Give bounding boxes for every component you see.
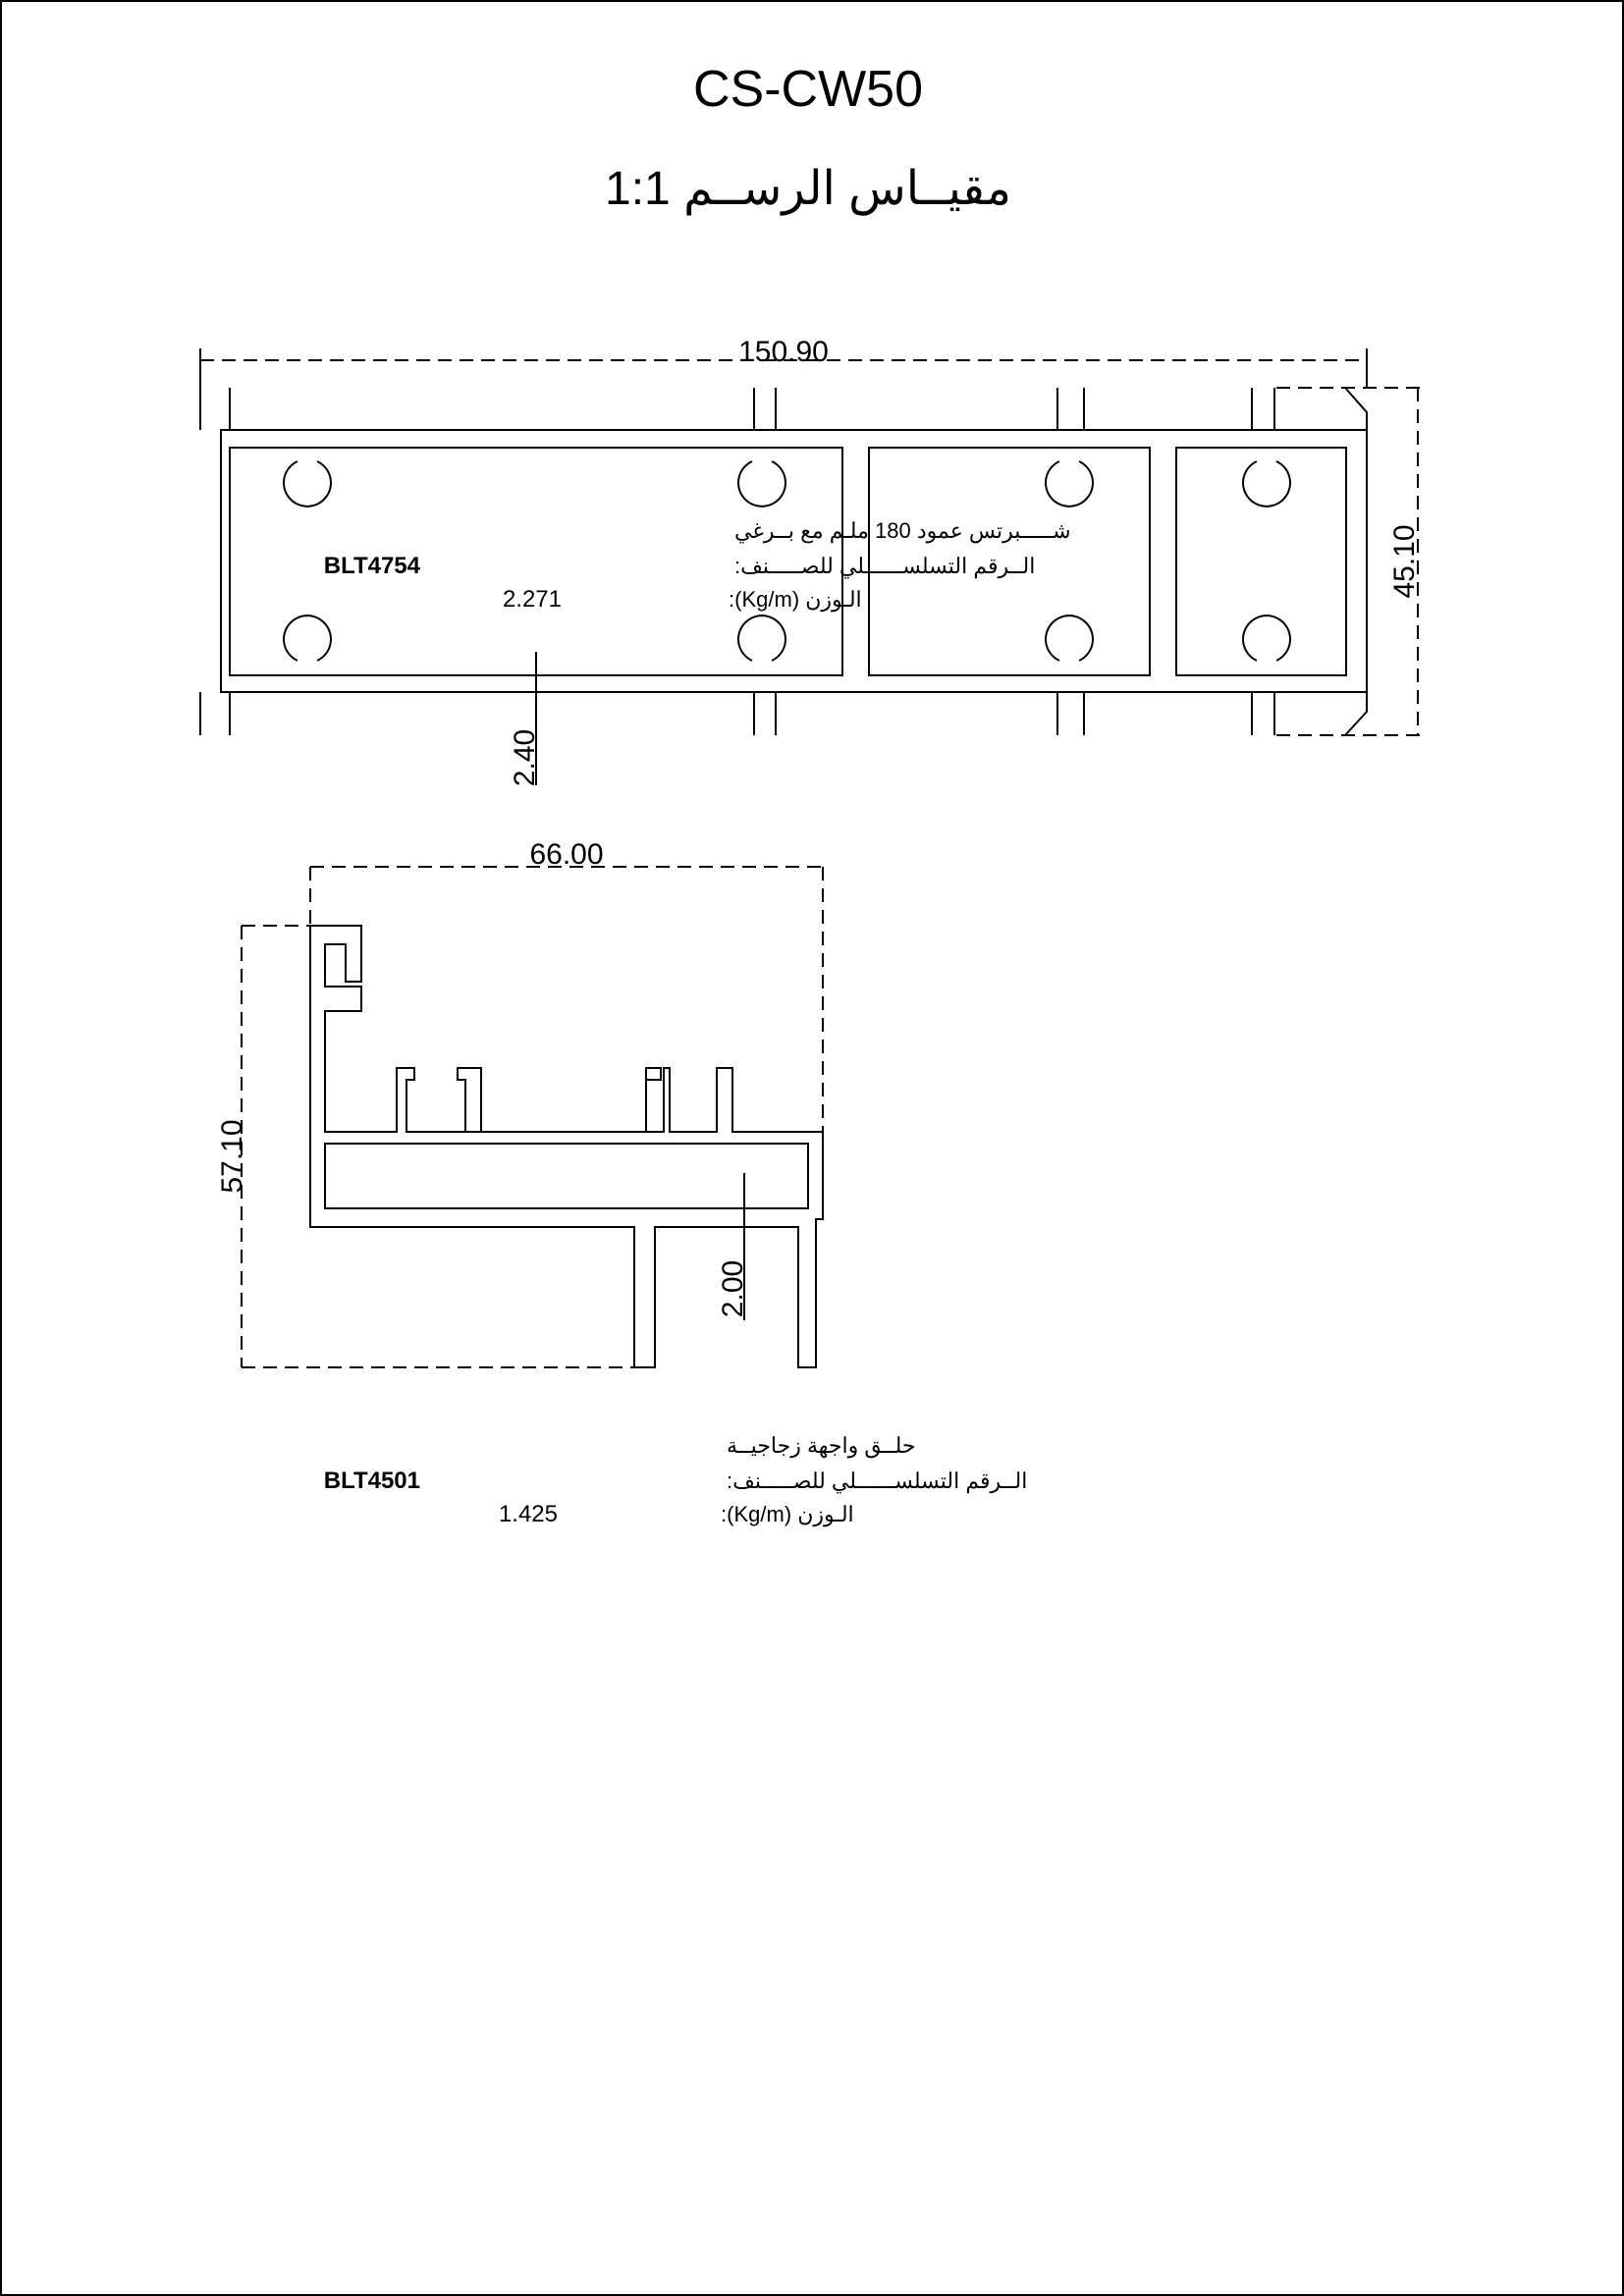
profile-code: BLT4754: [324, 553, 421, 579]
code-label: الــرقم التسلســــــلي للصـــــنف:: [734, 554, 1035, 579]
profile-code: BLT4501: [324, 1468, 420, 1494]
wall-dimension: 2.00: [717, 1260, 749, 1317]
width-dimension: 66.00: [529, 838, 603, 871]
height-dimension: 57.10: [216, 1119, 248, 1193]
profile-blt4501-info: حلــق واجهة زجاجيــة الــرقم التسلســـــ…: [324, 1433, 1028, 1527]
sheet-title: CS-CW50: [693, 61, 923, 118]
profile-weight: 2.271: [503, 586, 562, 613]
profile-blt4501-drawing: 66.00 57.10 2.00: [216, 838, 824, 1368]
scale-label: مقيــاس الرســم 1:1: [605, 163, 1011, 216]
profile-name: حلــق واجهة زجاجيــة: [727, 1433, 915, 1459]
wall-dimension: 2.40: [509, 729, 541, 786]
profile-blt4754-drawing: 150.90 45.10 2.40: [199, 336, 1422, 786]
profile-blt4754-info: شـــــبرتس عمود 180 ملـم مع بــرغي الــر…: [324, 518, 1071, 613]
width-dimension: 150.90: [738, 336, 829, 368]
height-dimension: 45.10: [1388, 524, 1421, 598]
weight-label: الـوزن (Kg/m):: [729, 587, 862, 613]
profile-weight: 1.425: [499, 1501, 558, 1527]
profile-name: شـــــبرتس عمود 180 ملـم مع بــرغي: [734, 518, 1071, 544]
weight-label: الـوزن (Kg/m):: [721, 1502, 854, 1527]
code-label: الــرقم التسلســــــلي للصـــــنف:: [727, 1468, 1027, 1494]
